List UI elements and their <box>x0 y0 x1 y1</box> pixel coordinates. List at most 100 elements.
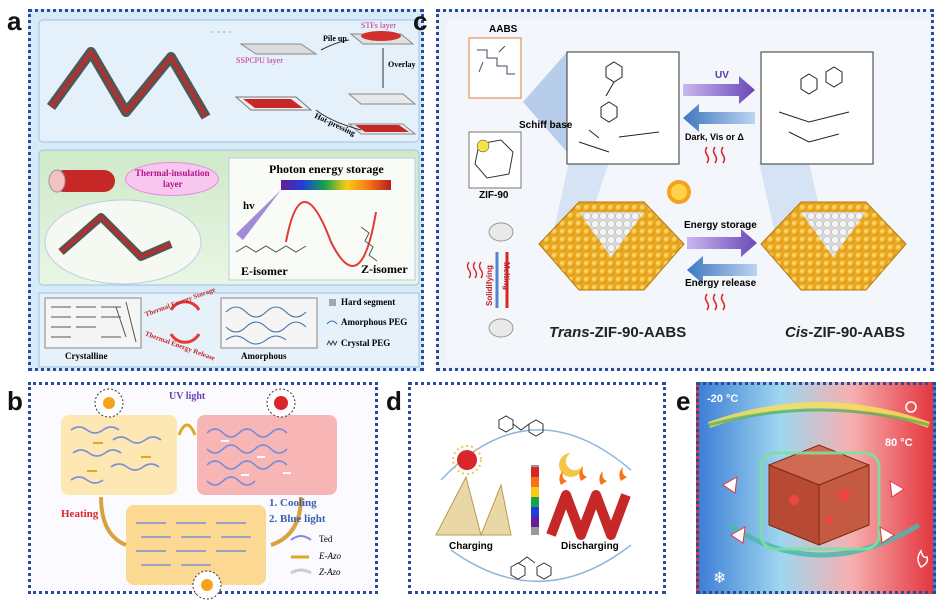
panel-b: UV light Heating 1. Cooling 2. Blue ligh… <box>28 382 378 600</box>
solidifying-label: Solidifying <box>485 265 494 306</box>
hard-segment-swatch <box>329 299 336 306</box>
overlay-layer-icon <box>347 93 417 105</box>
thermometer-icon <box>905 401 917 413</box>
ted-label: Ted <box>319 534 333 544</box>
cooling-label: 1. Cooling <box>269 497 317 509</box>
amorphous-box <box>220 297 318 349</box>
melting-label: Melting <box>502 262 511 290</box>
flame-icon <box>917 549 929 568</box>
solid-ball-icon <box>488 222 514 242</box>
legend-amorphous-peg: Amorphous PEG <box>341 317 408 327</box>
panel-d-illustration <box>435 415 632 583</box>
charging-label: Charging <box>449 541 493 552</box>
light-beam-icon <box>236 190 281 240</box>
panel-a-top-region <box>38 19 420 143</box>
state1-box <box>61 415 177 495</box>
photon-energy-storage-label: Photon energy storage <box>269 162 384 176</box>
panel-e-illustration: ❄ <box>707 401 931 587</box>
hot-pressed-layer-icon <box>347 123 417 135</box>
hv-label: hv <box>243 200 255 212</box>
discharging-film-icon <box>546 490 631 540</box>
thermal-insulation-badge <box>125 162 219 196</box>
sun-icon-d <box>457 450 477 470</box>
curved-arrows-icon <box>722 476 905 544</box>
panel-c: AABS Schiff base ZIF-90 UV Dark, Vis or … <box>436 9 934 371</box>
cis-prefix: Cis <box>785 324 809 341</box>
hot-temp-label: 80 °C <box>885 437 913 449</box>
molecule-z-icon <box>360 226 378 262</box>
crystalline-label: Crystalline <box>65 351 108 361</box>
molecule-e-icon <box>235 245 307 253</box>
overlay-label: Overlay <box>388 60 416 69</box>
panel-d: Charging Discharging <box>408 382 666 594</box>
panel-letter-d: d <box>386 386 402 416</box>
uv-arrow <box>683 76 755 104</box>
energy-release-label: Energy release <box>685 278 757 289</box>
z-azo-label: Z-Azo <box>319 567 341 577</box>
cold-temp-label: -20 °C <box>707 393 739 405</box>
glow-outline <box>759 451 881 551</box>
sspcpu-layer-icon <box>239 43 318 55</box>
dark-label: Dark, Vis or Δ <box>685 132 744 142</box>
stfs-layer-icon <box>349 31 415 45</box>
zigzag-film-icon <box>46 47 211 120</box>
ted-legend-swatch <box>290 535 312 541</box>
aabs-label: AABS <box>489 24 518 35</box>
energy-release-arrow <box>687 256 757 284</box>
schiff-base-arrow <box>523 52 567 152</box>
schiff-base-label: Schiff base <box>519 120 573 131</box>
zif90-structure-box <box>468 131 522 189</box>
panel-letter-c: c <box>413 6 428 36</box>
panel-letter-e: e <box>676 386 691 416</box>
crystalline-box <box>44 297 142 349</box>
azobenzene-trans-icon <box>498 415 544 437</box>
amorphous-peg-swatch <box>326 320 338 325</box>
amorphous-label: Amorphous <box>241 351 287 361</box>
trans-molecule-box <box>566 51 680 165</box>
trans-crystal-cavity <box>579 212 644 257</box>
dark-arrow <box>683 104 755 132</box>
heating-label: Heating <box>61 508 99 520</box>
panel-a: SSPCPU layer STFs layer Pile up Overlay … <box>28 9 424 371</box>
zinc-node-icon <box>476 139 490 153</box>
legend-hard-segment: Hard segment <box>341 297 396 307</box>
cis-crystal-cavity <box>801 212 866 257</box>
bottom-heat-swirl <box>727 522 921 558</box>
crystal-peg-swatch <box>326 339 338 347</box>
aabs-structure-box <box>468 37 522 99</box>
heat-waves-icon <box>704 146 726 164</box>
heating-arrow <box>99 496 127 547</box>
state3-box <box>126 505 266 585</box>
heat-waves-icon-2 <box>704 293 726 311</box>
liquid-ball-icon <box>488 318 514 338</box>
cis-suffix: -ZIF-90-AABS <box>808 324 906 341</box>
blue-light-label: 2. Blue light <box>269 513 326 525</box>
uv-light-label: UV light <box>169 391 206 402</box>
uv-arrow-b <box>177 423 197 436</box>
bottom-cycle-arrow <box>450 544 632 583</box>
cis-zif90-aabs-label: Cis-ZIF-90-AABS <box>785 324 905 341</box>
energy-cube-icon <box>767 444 871 546</box>
z-azo-legend-swatch <box>290 568 312 575</box>
energy-curve <box>285 201 377 267</box>
panel-c-illustration <box>447 20 929 366</box>
state2-box <box>197 415 337 495</box>
panel-letter-b: b <box>7 386 23 416</box>
thermal-insulation-label: Thermal-insulation <box>135 168 210 178</box>
uv-label: UV <box>715 70 729 81</box>
panel-e: ❄ -20 °C 80 °C <box>696 382 936 594</box>
e-isomer-label: E-isomer <box>241 264 288 278</box>
trans-suffix: -ZIF-90-AABS <box>589 324 687 341</box>
moon-icon <box>559 453 583 477</box>
cis-molecule-box <box>760 51 874 165</box>
snowflake-icon: ❄ <box>713 568 726 587</box>
rod-icon <box>48 169 115 193</box>
z-isomer-label: Z-isomer <box>361 262 408 276</box>
e-azo-label: E-Azo <box>319 551 341 561</box>
thermal-insulation-label-2: layer <box>163 179 183 189</box>
folded-film-icon <box>58 213 173 261</box>
sspcpu-layer-label: SSPCPU layer <box>236 56 283 65</box>
trans-prefix: Trans <box>549 324 590 341</box>
panel-b-illustration <box>61 388 337 600</box>
legend-crystal-peg: Crystal PEG <box>341 338 391 348</box>
